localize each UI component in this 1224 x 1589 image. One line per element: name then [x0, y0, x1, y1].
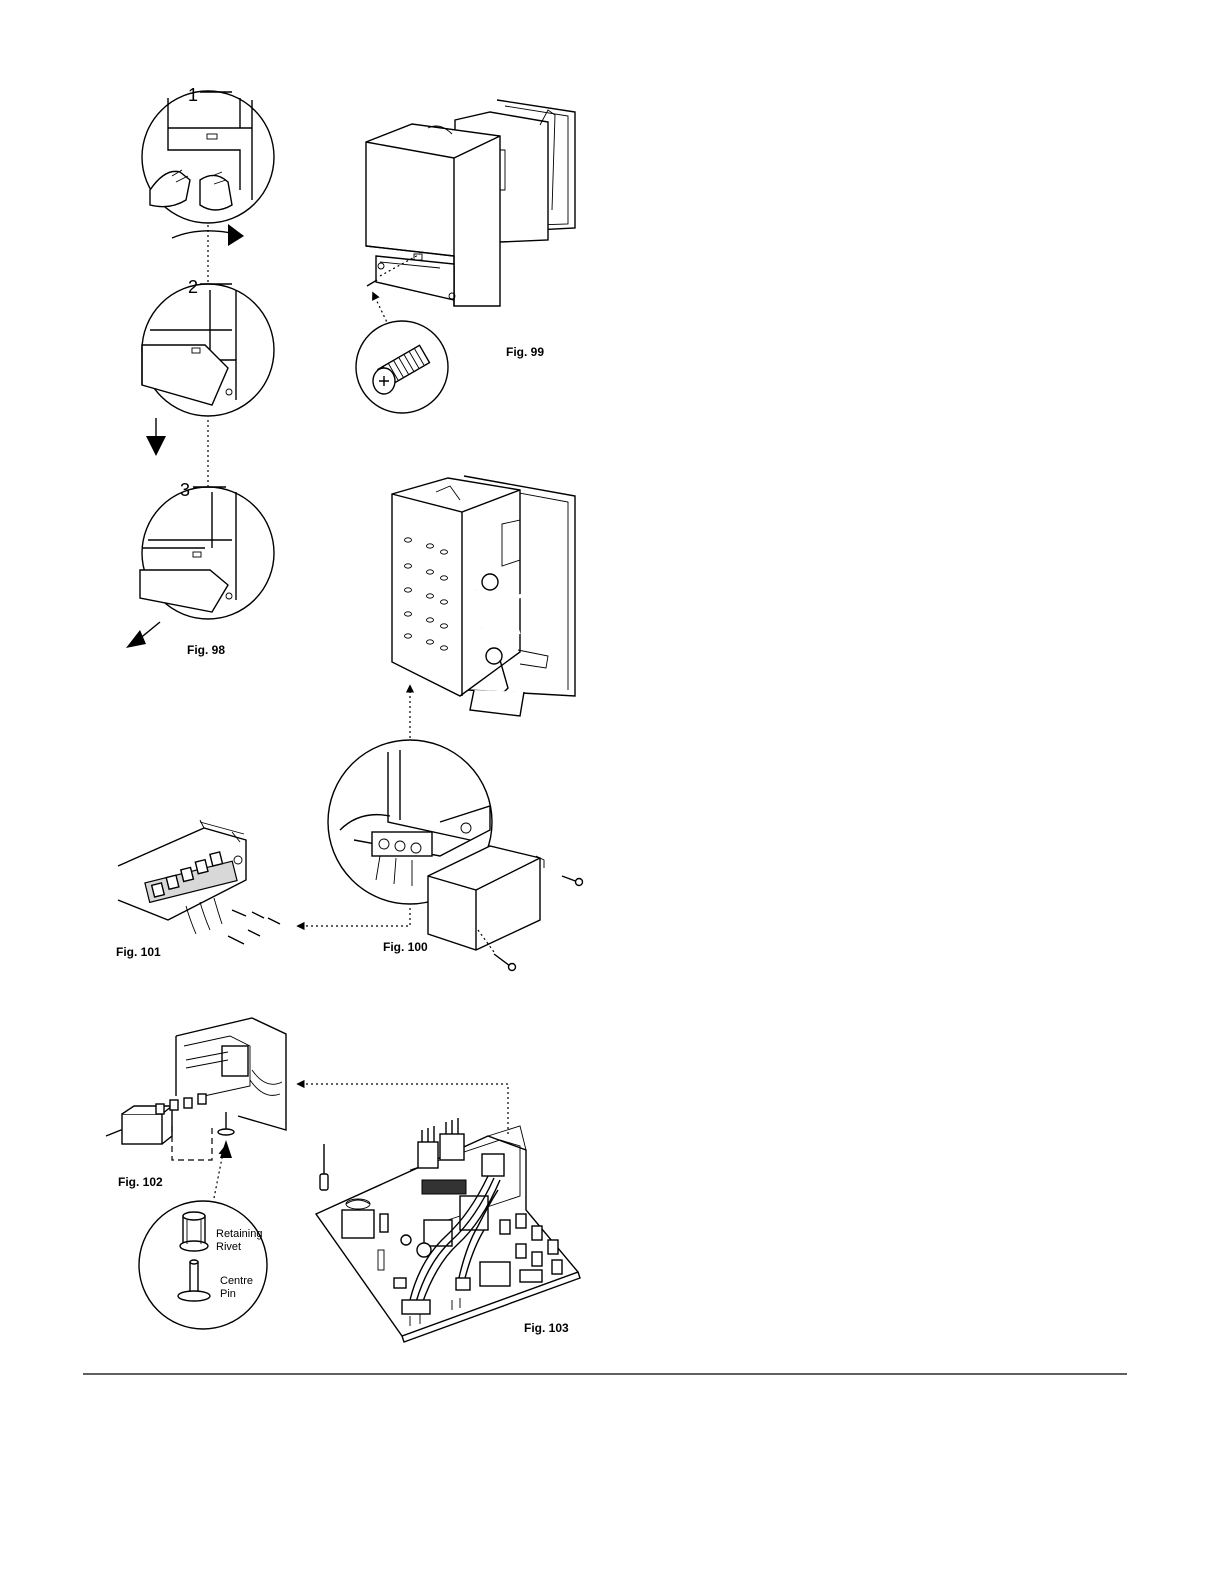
fig98-label: Fig. 98: [187, 643, 225, 657]
fig101-label: Fig. 101: [116, 945, 161, 959]
fig102-label: Fig. 102: [118, 1175, 163, 1189]
fig98-illustration: 1 2 3: [126, 85, 274, 657]
fig100-illustration: [298, 476, 583, 971]
fig98-step-1: 1: [188, 85, 198, 105]
fig103-label: Fig. 103: [524, 1321, 569, 1335]
fig103-illustration: [298, 1084, 580, 1342]
fig98-step3-detail: [140, 487, 274, 619]
fig99-illustration: [356, 100, 575, 413]
retaining-rivet-label-line2: Rivet: [216, 1241, 241, 1253]
centre-pin-label-line1: Centre: [220, 1275, 253, 1287]
fig100-label: Fig. 100: [383, 940, 428, 954]
fig98-step2-detail: [142, 284, 274, 416]
centre-pin-label-line2: Pin: [220, 1288, 236, 1300]
fig98-step1-detail: [142, 91, 274, 246]
fig99-label: Fig. 99: [506, 345, 544, 359]
fig102-illustration: Retaining Rivet Centre Pin: [106, 1018, 286, 1329]
fig101-illustration: [118, 820, 280, 944]
fig98-step-2: 2: [188, 277, 198, 297]
retaining-rivet-label-line1: Retaining: [216, 1228, 262, 1240]
fig98-step-3: 3: [180, 480, 190, 500]
